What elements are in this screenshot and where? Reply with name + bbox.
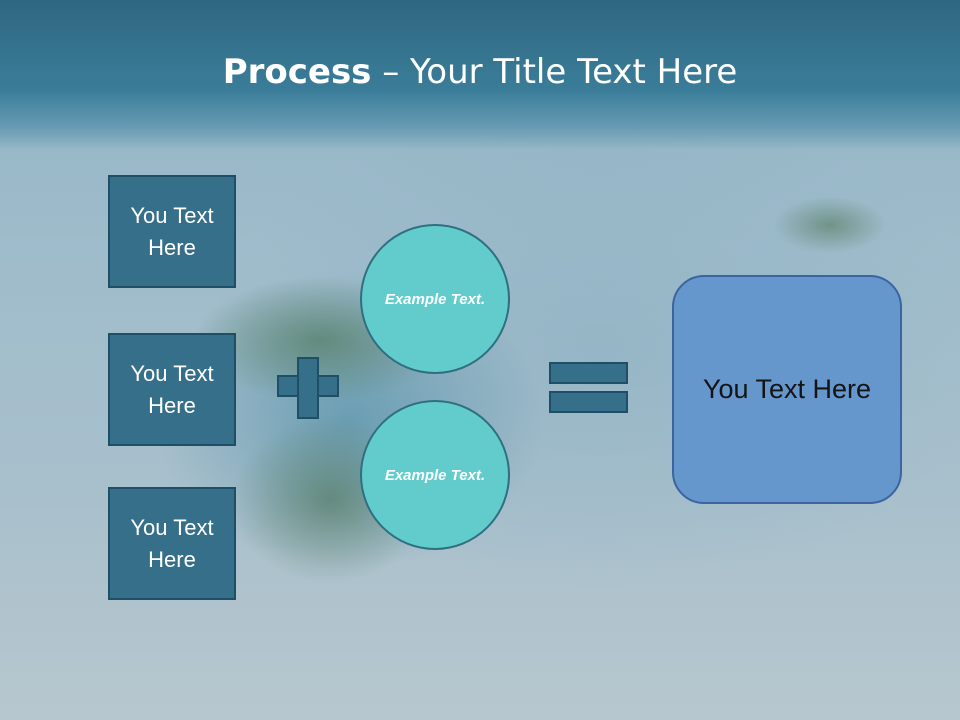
example-circle-2[interactable]: Example Text. [360, 400, 510, 550]
example-circle-1[interactable]: Example Text. [360, 224, 510, 374]
equals-bottom-bar [549, 391, 628, 413]
input-box-2[interactable]: You Text Here [108, 333, 236, 446]
equals-top-bar [549, 362, 628, 384]
result-box[interactable]: You Text Here [672, 275, 902, 504]
slide-title: Process – Your Title Text Here [0, 52, 960, 92]
plus-vertical-bar [297, 357, 319, 419]
input-box-1[interactable]: You Text Here [108, 175, 236, 288]
title-rest: – Your Title Text Here [371, 52, 738, 92]
title-bar [0, 0, 960, 150]
title-bold: Process [222, 52, 372, 92]
input-box-3[interactable]: You Text Here [108, 487, 236, 600]
